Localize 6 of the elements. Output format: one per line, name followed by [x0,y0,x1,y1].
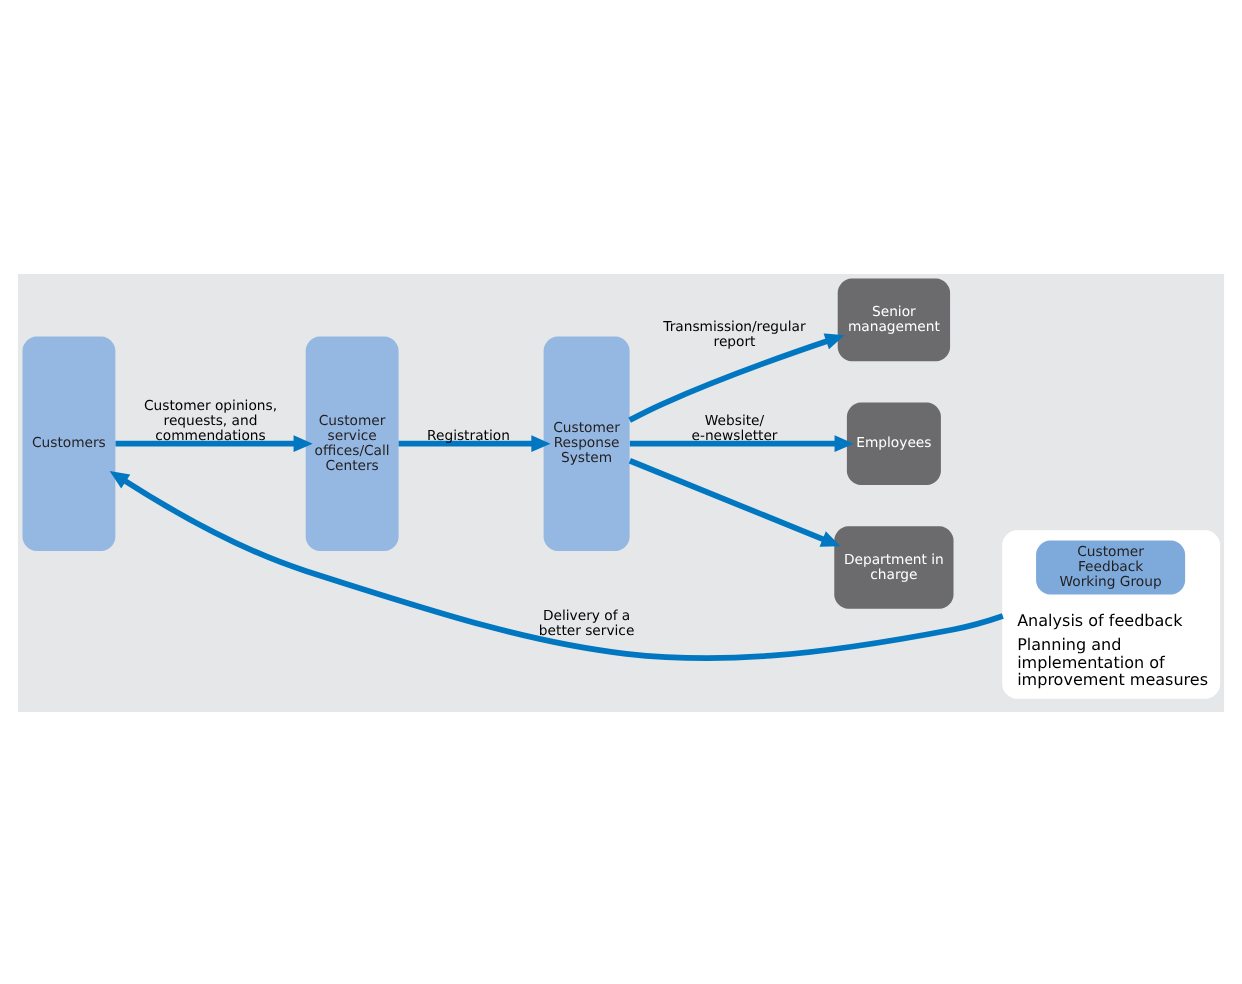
arrow [628,457,841,546]
arrow [398,434,551,452]
arrow [115,434,313,452]
arrow [629,434,854,452]
arrow [109,470,1004,660]
arrow [628,332,845,422]
